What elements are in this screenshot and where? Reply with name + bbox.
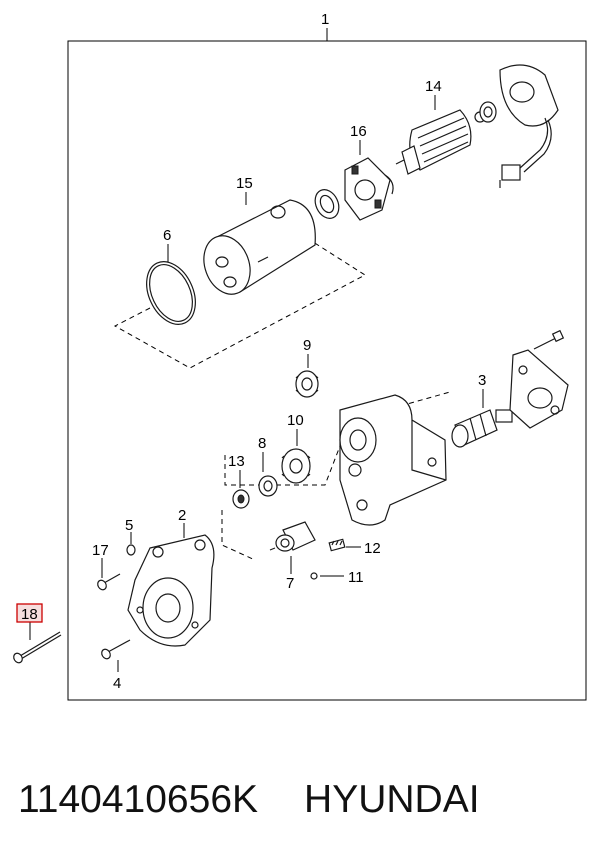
callout-7[interactable]: 7 (286, 575, 294, 592)
plunger-part (269, 521, 316, 552)
exploded-parts-diagram: 1 6 15 16 14 (13, 11, 587, 701)
bolt-17-part (97, 573, 121, 591)
callout-15[interactable]: 15 (236, 175, 253, 192)
callout-17[interactable]: 17 (92, 542, 109, 559)
assembly-outline-lower (221, 510, 256, 561)
gear-housing-part (339, 394, 447, 526)
callout-9[interactable]: 9 (303, 337, 311, 354)
circlip-part (310, 572, 318, 580)
part-caption: 1140410656K HYUNDAI (18, 770, 588, 830)
callout-13[interactable]: 13 (228, 453, 245, 470)
solenoid-pinion-part (451, 409, 513, 448)
callout-18[interactable]: 18 (21, 606, 38, 623)
callout-11[interactable]: 11 (348, 569, 364, 586)
callout-18-highlight (16, 603, 43, 623)
callout-12[interactable]: 12 (364, 540, 381, 557)
part-number: 1140410656K (18, 778, 259, 821)
armature-part (395, 109, 486, 175)
drive-bracket-part (509, 349, 569, 429)
callout-4[interactable]: 4 (113, 675, 121, 692)
callout-10[interactable]: 10 (287, 412, 304, 429)
assembly-outline-upper (113, 239, 366, 369)
callout-2[interactable]: 2 (178, 507, 186, 524)
callout-3[interactable]: 3 (478, 372, 486, 389)
o-ring-part (146, 261, 196, 325)
rear-bearing-part (479, 101, 497, 123)
yoke-housing-part (203, 199, 316, 295)
washer-part (232, 489, 250, 509)
callout-14[interactable]: 14 (425, 78, 442, 95)
callout-1[interactable]: 1 (321, 11, 329, 28)
spring-part (328, 538, 346, 552)
idle-gear-part (281, 448, 311, 484)
front-housing-part (127, 534, 215, 647)
rear-cover-part (499, 64, 559, 188)
bushing-part (258, 475, 278, 497)
callout-16[interactable]: 16 (350, 123, 367, 140)
idle-gear-small-part (295, 370, 319, 398)
callout-6[interactable]: 6 (163, 227, 171, 244)
nut-part (126, 544, 136, 556)
callout-8[interactable]: 8 (258, 435, 266, 452)
bolt-4-part (101, 639, 131, 660)
brand-name: HYUNDAI (304, 778, 480, 821)
callout-5[interactable]: 5 (125, 517, 133, 534)
through-bolt-upper-part (533, 329, 565, 350)
bearing-part (314, 189, 340, 219)
through-bolt-18-part (13, 631, 62, 664)
brush-holder-part (344, 157, 394, 221)
